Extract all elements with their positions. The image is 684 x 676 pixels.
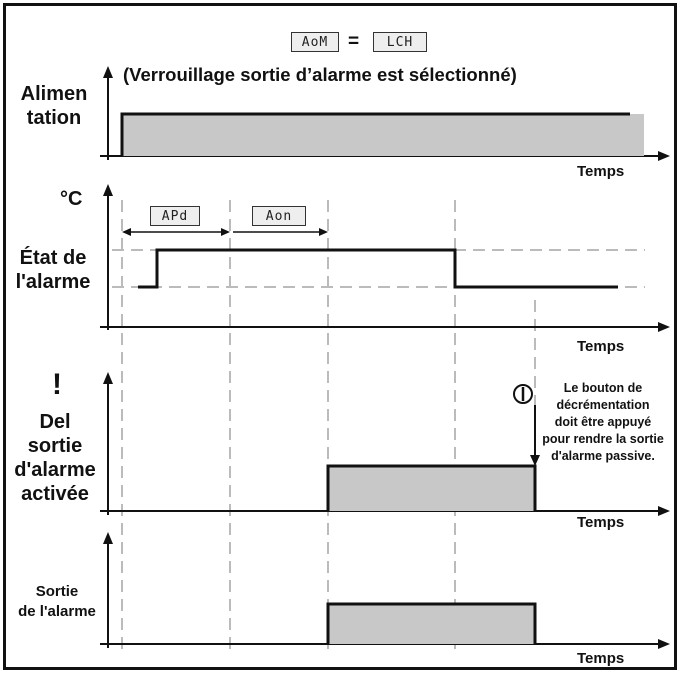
button-note: Le bouton de décrémentation doit être ap… xyxy=(542,381,664,463)
led-x-arrow xyxy=(658,506,670,516)
supply-signal xyxy=(120,112,630,156)
output-signal xyxy=(326,602,537,644)
diagram-frame xyxy=(3,3,677,670)
output-axis-label: Temps xyxy=(577,650,625,667)
state-label: État de l'alarme xyxy=(15,247,91,293)
warning-icon: ! xyxy=(52,368,62,401)
button-press-arrowhead xyxy=(530,455,540,466)
page-subtitle: (Verrouillage sortie d’alarme est sélect… xyxy=(123,64,517,85)
output-on-block xyxy=(328,604,535,644)
output-y-arrow xyxy=(103,532,113,544)
state-signal xyxy=(138,248,618,289)
supply-label: Alimen tation xyxy=(20,83,88,129)
equals-sign: = xyxy=(348,31,360,52)
apd-param: APd xyxy=(150,206,200,226)
state-y-arrow xyxy=(103,184,113,196)
led-axis-label: Temps xyxy=(577,514,625,531)
led-label: Del sortie d'alarme activée xyxy=(14,411,96,505)
state-x-arrow xyxy=(658,322,670,332)
aon-arrow-right xyxy=(319,228,328,236)
led-y-arrow xyxy=(103,372,113,384)
supply-x-arrow xyxy=(658,151,670,161)
supply-on-block xyxy=(122,114,644,156)
unit-label: °C xyxy=(60,188,83,210)
lcd-param: AoM xyxy=(291,32,339,52)
output-label: Sortie de l'alarme xyxy=(18,583,96,620)
supply-axis-label: Temps xyxy=(577,163,625,180)
led-signal xyxy=(326,464,537,511)
lcd-value: LCH xyxy=(373,32,427,52)
apd-arrow-right xyxy=(221,228,230,236)
led-on-block xyxy=(328,466,535,511)
output-x-arrow xyxy=(658,639,670,649)
apd-arrow-left xyxy=(122,228,131,236)
supply-y-arrow xyxy=(103,66,113,78)
aon-param: Aon xyxy=(252,206,306,226)
state-axis-label: Temps xyxy=(577,338,625,355)
